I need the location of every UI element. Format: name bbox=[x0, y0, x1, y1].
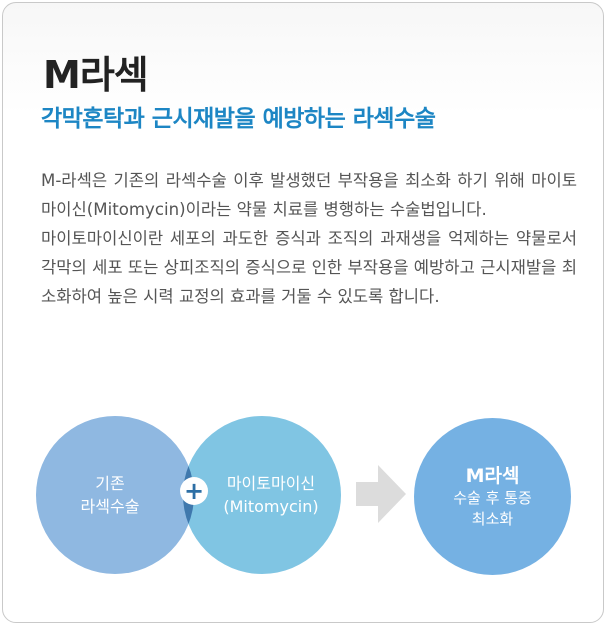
m-lasek-result-circle: M라섹 수술 후 통증 최소화 bbox=[414, 418, 571, 575]
existing-lasek-circle: 기존 라섹수술 bbox=[36, 416, 194, 574]
result-title: M라섹 bbox=[465, 464, 520, 487]
page-subtitle: 각막혼탁과 근시재발을 예방하는 라섹수술 bbox=[41, 106, 436, 132]
existing-lasek-line1: 기존 bbox=[95, 474, 125, 493]
arrow-right-icon bbox=[356, 465, 406, 523]
mitomycin-line1: 마이토마이신 bbox=[226, 474, 316, 493]
combination-diagram: 기존 라섹수술 마이토마이신 (Mitomycin) + M라섹 bbox=[3, 3, 603, 622]
mitomycin-line2: (Mitomycin) bbox=[223, 497, 319, 516]
description: M-라섹은 기존의 라섹수술 이후 발생했던 부작용을 최소화 하기 위해 마이… bbox=[41, 166, 577, 311]
result-line1: 수술 후 통증 bbox=[453, 488, 532, 507]
existing-lasek-line2: 라섹수술 bbox=[80, 497, 140, 516]
page-title: M라섹 bbox=[43, 53, 149, 97]
description-paragraph-2: 마이토마이신이란 세포의 과도한 증식과 조직의 과재생을 억제하는 약물로서 … bbox=[41, 229, 577, 306]
result-line2: 최소화 bbox=[471, 509, 514, 528]
description-paragraph-1: M-라섹은 기존의 라섹수술 이후 발생했던 부작용을 최소화 하기 위해 마이… bbox=[41, 171, 577, 219]
plus-icon: + bbox=[180, 477, 208, 505]
mitomycin-circle: 마이토마이신 (Mitomycin) bbox=[183, 416, 341, 574]
